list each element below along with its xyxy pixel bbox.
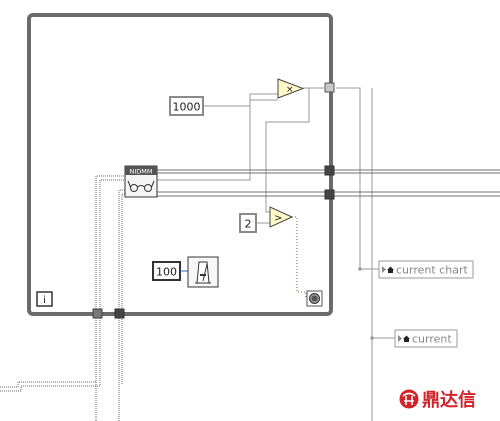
watermark-text: 鼎达信	[422, 389, 476, 411]
local-current-label: current	[412, 333, 452, 346]
tunnel-right-mid	[324, 165, 335, 176]
local-variable-arrow-icon	[382, 266, 386, 273]
local-current[interactable]: current	[394, 329, 458, 348]
watermark-logo-icon	[399, 389, 419, 409]
house-icon	[387, 266, 394, 273]
wire-junction-2	[370, 336, 374, 340]
wires	[0, 87, 500, 421]
tunnel-bottom-left	[92, 308, 103, 319]
while-loop-border[interactable]	[27, 13, 333, 316]
tunnel-right-low	[324, 189, 335, 200]
watermark: 鼎达信	[399, 389, 476, 411]
house-icon	[403, 335, 410, 342]
multiply-symbol: ×	[286, 85, 294, 95]
constant-100[interactable]: 100	[152, 261, 181, 281]
wire-tunnel-to-current-chart	[336, 87, 380, 270]
constant-1000[interactable]: 1000	[169, 96, 204, 116]
wire-multiply-to-greater	[265, 88, 310, 213]
greater-node[interactable]: >	[269, 206, 294, 228]
constant-1000-label: 1000	[173, 101, 201, 114]
greater-symbol: >	[274, 213, 282, 224]
constant-100-label: 100	[156, 266, 177, 279]
local-current-chart-label: current chart	[396, 264, 468, 277]
iteration-terminal[interactable]: i	[36, 291, 53, 307]
stop-terminal-icon[interactable]	[306, 290, 323, 307]
read-glasses-icon	[127, 180, 155, 192]
dmm-read-subvi[interactable]: NIDMM	[124, 165, 158, 198]
multiply-node[interactable]: ×	[277, 78, 305, 99]
wire-junction-1	[358, 267, 362, 271]
wait-ms-icon[interactable]	[187, 256, 219, 288]
iteration-terminal-label: i	[43, 295, 46, 306]
wire-greater-to-stop	[292, 216, 307, 298]
wire-incoming-session	[118, 189, 125, 421]
tunnel-right-top	[324, 82, 335, 93]
local-current-chart[interactable]: current chart	[378, 260, 474, 279]
tunnels	[92, 82, 335, 319]
wire-incoming-error	[0, 175, 125, 388]
constant-2[interactable]: 2	[239, 213, 257, 233]
constant-2-label: 2	[245, 218, 252, 231]
dmm-subvi-label: NIDMM	[129, 167, 152, 175]
tunnel-bottom-right	[114, 308, 125, 319]
local-variable-arrow-icon	[398, 335, 402, 342]
wire-dmm-to-multiply	[157, 99, 278, 181]
